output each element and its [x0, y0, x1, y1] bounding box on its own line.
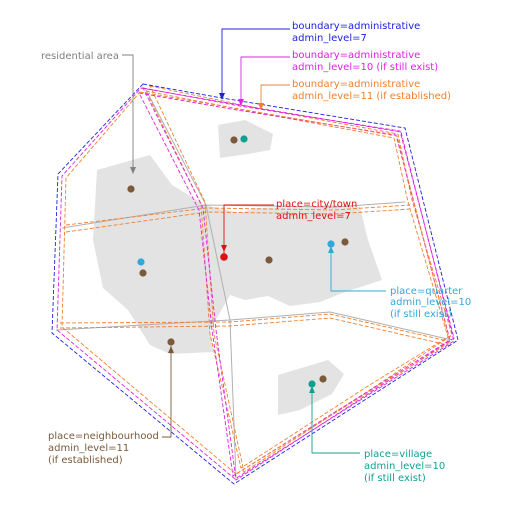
- place-node-quarter: [137, 258, 145, 266]
- label-city-line2: admin_level=7: [276, 211, 351, 222]
- arrowheads: [130, 93, 334, 393]
- place-node-neighbourhood: [167, 338, 175, 346]
- place-node-village: [240, 135, 248, 143]
- place-node-quarter: [327, 240, 335, 248]
- label-admin7-line1: boundary=administrative: [292, 21, 420, 32]
- place-node-neighbourhood: [127, 185, 135, 193]
- residential-area-main: [93, 155, 382, 354]
- label-admin11-line1: boundary=administrative: [292, 79, 420, 90]
- pointer-village: [311, 386, 360, 454]
- label-neighbourhood-line1: place=neighbourhood: [48, 431, 159, 442]
- label-village-line1: place=village: [364, 449, 432, 460]
- label-quarter-line2: admin_level=10: [390, 297, 471, 308]
- residential-area-small-village: [278, 360, 344, 415]
- place-nodes: [127, 135, 349, 388]
- pointer-residential: [122, 54, 134, 170]
- label-admin10-line1: boundary=administrative: [292, 50, 420, 61]
- label-city-line1: place=city/town: [276, 199, 357, 210]
- place-node-village: [308, 380, 316, 388]
- pointer-admin7: [221, 28, 290, 96]
- place-node-neighbourhood: [265, 256, 273, 264]
- label-quarter-line1: place=quarter: [390, 286, 463, 297]
- place-node-neighbourhood: [341, 238, 349, 246]
- label-village-line3: (if still exist): [364, 473, 426, 484]
- label-admin7-line2: admin_level=7: [292, 33, 367, 44]
- pointer-admin10: [240, 56, 290, 104]
- labels: boundary=administrative admin_level=7 bo…: [41, 21, 471, 484]
- admin-level-10-boundary: [138, 87, 455, 481]
- label-admin11-line2: admin_level=11 (if established): [292, 91, 451, 102]
- label-quarter-line3: (if still exist): [390, 309, 452, 320]
- pointer-lines: [122, 28, 386, 454]
- label-neighbourhood-line3: (if established): [48, 455, 123, 466]
- label-village-line2: admin_level=10: [364, 461, 445, 472]
- place-node-neighbourhood: [230, 136, 238, 144]
- label-admin10-line2: admin_level=10 (if still exist): [292, 62, 438, 73]
- pointer-quarter: [330, 246, 386, 292]
- pointer-neighbourhood: [162, 346, 172, 438]
- label-residential: residential area: [41, 51, 119, 62]
- residential-areas: [93, 120, 382, 415]
- place-node-neighbourhood: [139, 269, 147, 277]
- pointer-admin11: [260, 84, 290, 108]
- admin-level-7-boundary: [51, 83, 459, 485]
- pointer-city: [223, 204, 274, 254]
- place-node-city: [220, 253, 228, 261]
- place-node-neighbourhood: [319, 375, 327, 383]
- label-neighbourhood-line2: admin_level=11: [48, 443, 129, 454]
